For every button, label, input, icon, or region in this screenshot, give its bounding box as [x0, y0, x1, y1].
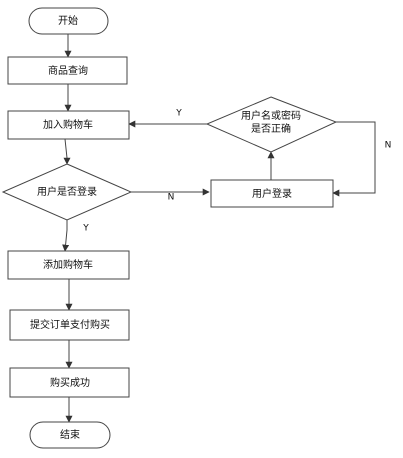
add-to-cart-2-label: 添加购物车 [43, 258, 93, 271]
login-yes-label: Y [82, 224, 89, 234]
product-query-label: 商品查询 [48, 64, 88, 77]
edge-cart-to-login-check [63, 138, 71, 165]
start-label: 开始 [58, 14, 78, 27]
add-to-cart-box [7, 110, 130, 140]
login-no-label: N [168, 193, 175, 203]
credentials-no-label: N [385, 141, 392, 151]
submit-order-box [9, 309, 130, 341]
node-labels: 开始 商品查询 加入购物车 用户是否登录 用户名或密码 是否正确 用户登录 添加… [30, 14, 301, 441]
edge-check-credentials-no [332, 121, 376, 197]
add-to-cart-2-box [7, 250, 130, 280]
credentials-check-label-2: 是否正确 [251, 122, 291, 135]
credentials-check-diamond [205, 96, 338, 153]
connectors [62, 34, 376, 423]
add-to-cart-label: 加入购物车 [43, 118, 93, 131]
edge-login-check-yes [62, 220, 70, 252]
purchase-success-label: 购买成功 [50, 376, 90, 389]
login-check-diamond [1, 163, 133, 221]
edge-labels: Y N N Y [82, 109, 391, 234]
purchase-success-box [9, 367, 130, 398]
credentials-check-label-1: 用户名或密码 [241, 109, 301, 122]
user-login-box [210, 179, 334, 208]
end-terminal [29, 421, 111, 449]
login-check-label: 用户是否登录 [37, 185, 97, 198]
user-login-label: 用户登录 [252, 187, 292, 200]
nodes [1, 7, 338, 449]
start-terminal [28, 7, 109, 35]
product-query-box [7, 56, 128, 85]
credentials-yes-label: Y [175, 109, 182, 119]
submit-order-label: 提交订单支付购买 [30, 318, 110, 331]
end-label: 结束 [60, 428, 80, 441]
